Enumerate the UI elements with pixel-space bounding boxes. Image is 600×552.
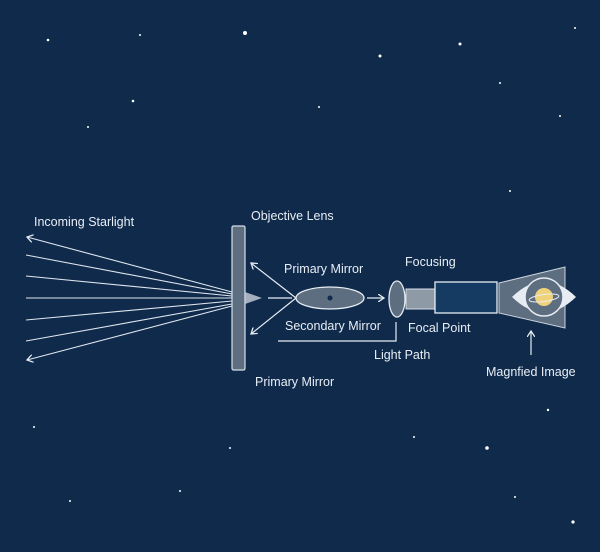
label-incoming-starlight: Incoming Starlight bbox=[34, 215, 135, 229]
ray bbox=[25, 275, 233, 297]
star bbox=[378, 54, 382, 58]
planet-ring bbox=[528, 293, 560, 303]
label-magnified-image: Magnfied Image bbox=[486, 365, 576, 379]
starlight-rays bbox=[25, 237, 233, 360]
label-secondary-mirror: Secondary Mirror bbox=[285, 319, 381, 333]
objective-lens bbox=[231, 225, 246, 371]
reflect-arrow-down bbox=[251, 297, 297, 334]
ray bbox=[25, 300, 233, 321]
light-cone bbox=[245, 292, 262, 304]
star bbox=[559, 115, 561, 117]
star bbox=[546, 408, 550, 412]
light-path-bracket bbox=[278, 322, 397, 342]
star bbox=[499, 82, 501, 84]
star bbox=[69, 500, 71, 502]
ray bbox=[27, 237, 233, 293]
stars bbox=[33, 27, 576, 524]
star bbox=[574, 27, 576, 29]
ray bbox=[25, 303, 233, 342]
label-focusing: Focusing bbox=[405, 255, 456, 269]
ray bbox=[25, 254, 233, 295]
star bbox=[571, 520, 575, 524]
star bbox=[33, 426, 35, 428]
star bbox=[179, 490, 181, 492]
star bbox=[139, 34, 141, 36]
planet-icon bbox=[535, 288, 553, 306]
label-objective-lens: Objective Lens bbox=[251, 209, 334, 223]
star bbox=[131, 99, 135, 103]
star bbox=[87, 126, 89, 128]
star bbox=[229, 447, 231, 449]
star bbox=[514, 496, 516, 498]
label-light-path: Light Path bbox=[374, 348, 431, 362]
star bbox=[413, 436, 415, 438]
star bbox=[509, 190, 511, 192]
mirror-center-dot bbox=[327, 295, 333, 301]
telescope-body bbox=[434, 281, 498, 314]
star bbox=[243, 31, 247, 35]
focusing-lens bbox=[388, 280, 406, 318]
label-focal-point: Focal Point bbox=[408, 321, 471, 335]
star bbox=[318, 106, 320, 108]
label-primary-mirror-top: Primary Mirror bbox=[284, 262, 364, 276]
ray bbox=[27, 305, 233, 360]
star bbox=[485, 446, 489, 450]
label-primary-mirror-bottom: Primary Mirror bbox=[255, 375, 335, 389]
eyepiece-tube bbox=[405, 288, 437, 310]
star bbox=[46, 38, 50, 42]
star bbox=[458, 42, 462, 46]
reflect-arrow-up bbox=[251, 263, 297, 299]
